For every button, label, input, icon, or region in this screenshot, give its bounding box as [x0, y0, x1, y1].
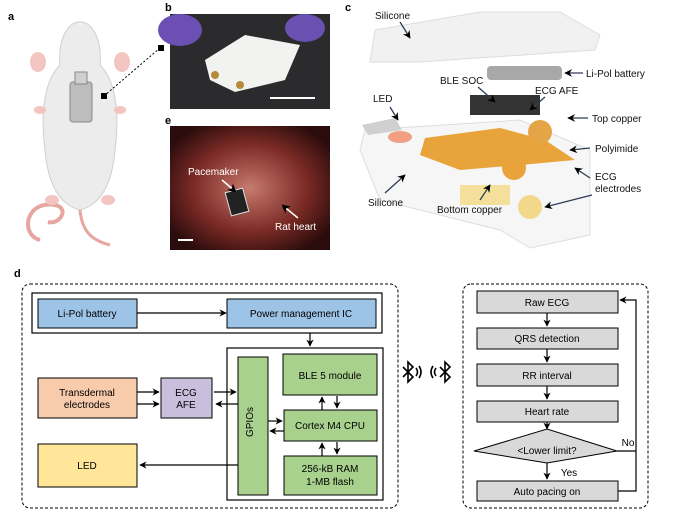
yes-label: Yes — [561, 468, 577, 479]
block-diagram: Li-Pol battery Power management IC Trans… — [21, 283, 399, 509]
panel-label-d: d — [14, 268, 21, 280]
label-ecg-electrodes-1: ECG — [595, 172, 617, 183]
cpu-block — [283, 409, 378, 442]
step-label: Raw ECG — [525, 298, 570, 309]
transdermal-label-2: electrodes — [64, 400, 110, 411]
bluetooth-icon — [402, 360, 415, 384]
ble-label: BLE 5 module — [299, 371, 362, 382]
transdermal-label-1: Transdermal — [59, 388, 115, 399]
label-bottom-copper: Bottom copper — [437, 205, 503, 216]
exploded-view — [359, 11, 601, 249]
cpu-label: Cortex M4 CPU — [295, 421, 365, 432]
wireless-signal-icon — [430, 365, 437, 379]
label-ecg-afe: ECG AFE — [535, 86, 579, 97]
wireless-signal-icon — [415, 365, 422, 379]
panel-label-c: c — [345, 2, 351, 14]
pmic-block-label: Power management IC — [250, 309, 352, 320]
panel-label-a: a — [8, 11, 15, 23]
label-battery: Li-Pol battery — [586, 69, 645, 80]
label-led: LED — [373, 94, 392, 105]
memory-block — [283, 455, 378, 496]
flowchart: Raw ECG QRS detection RR interval Heart … — [462, 283, 649, 509]
device-photo — [158, 14, 330, 109]
transdermal-block — [37, 377, 138, 419]
bluetooth-icon — [439, 360, 452, 384]
label-silicone-top: Silicone — [375, 11, 410, 22]
step-label: QRS detection — [514, 334, 579, 345]
diagram-arrows — [137, 309, 341, 469]
rat-heart-label: Rat heart — [275, 222, 316, 233]
memory-label-2: 1-MB flash — [306, 477, 354, 488]
label-ble-soc: BLE SOC — [440, 76, 483, 87]
step-label: Auto pacing on — [514, 487, 581, 498]
label-polyimide: Polyimide — [595, 144, 639, 155]
no-label: No — [622, 438, 635, 449]
pacemaker-label: Pacemaker — [188, 167, 239, 178]
led-block-label: LED — [77, 461, 96, 472]
pmic-block — [226, 298, 377, 329]
bluetooth-wireless-link — [402, 360, 452, 384]
memory-label-1: 256-kB RAM — [302, 464, 359, 475]
implant-photo: Pacemaker Rat heart — [170, 126, 330, 250]
led-block — [37, 443, 138, 488]
step-label: Heart rate — [525, 407, 570, 418]
leader-arrows — [384, 21, 593, 210]
panel-label-b: b — [165, 2, 172, 14]
label-ecg-electrodes-2: electrodes — [595, 184, 641, 195]
gpios-block — [237, 356, 269, 496]
label-silicone-bottom: Silicone — [368, 198, 403, 209]
step-label: RR interval — [522, 371, 571, 382]
afe-label-2: AFE — [176, 400, 196, 411]
rat-illustration — [26, 21, 164, 247]
ble-block — [282, 353, 378, 396]
afe-label-1: ECG — [175, 388, 197, 399]
decision-label: <Lower limit? — [517, 446, 577, 457]
label-top-copper: Top copper — [592, 114, 642, 125]
ecg-afe-block — [160, 377, 213, 419]
gpios-label: GPIOs — [245, 407, 256, 437]
panel-label-e: e — [165, 115, 171, 127]
battery-block-label: Li-Pol battery — [58, 309, 117, 320]
